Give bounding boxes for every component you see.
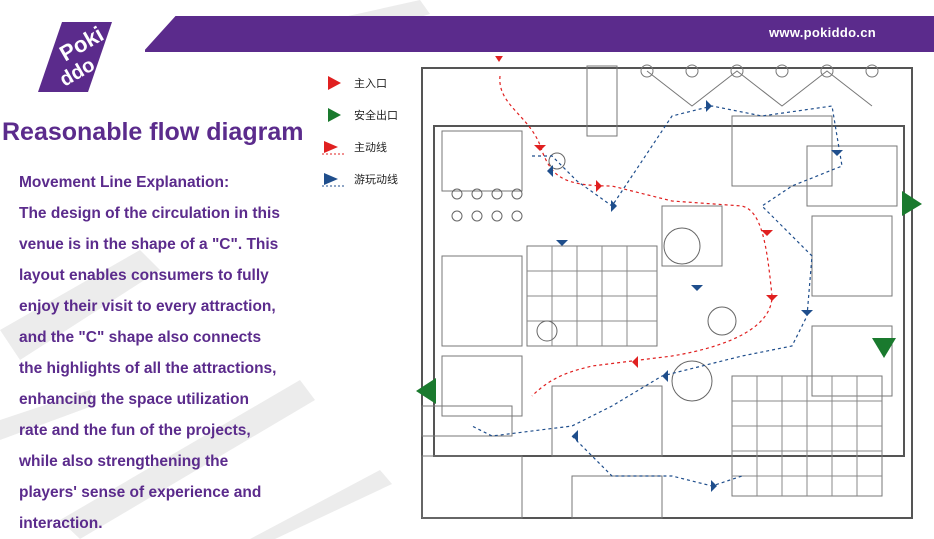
floor-plan: [412, 42, 922, 528]
page-title: Reasonable flow diagram: [2, 118, 304, 146]
explanation-line: players' sense of experience and: [19, 484, 262, 501]
explanation-block: Movement Line Explanation: The design of…: [19, 167, 319, 539]
legend-label: 安全出口: [354, 109, 398, 122]
brand-logo: Poki ddo: [0, 0, 190, 105]
safety-exit-icon-right: [902, 191, 922, 216]
red-arrow-line-icon: [320, 138, 348, 156]
header-bar: www.pokiddo.cn: [145, 16, 934, 52]
explanation-line: layout enables consumers to fully: [19, 267, 269, 284]
explanation-line: venue is in the shape of a "C". This: [19, 236, 279, 253]
explanation-line: rate and the fun of the projects,: [19, 422, 251, 439]
legend-item-play-route: 游玩动线: [320, 163, 398, 195]
safety-exit-icon-right-lower: [872, 338, 896, 358]
legend-item-main-entrance: 主入口: [320, 67, 398, 99]
explanation-heading: Movement Line Explanation:: [19, 174, 230, 191]
explanation-line: The design of the circulation in this: [19, 205, 280, 222]
safety-exit-icon-left: [416, 378, 436, 404]
explanation-line: the highlights of all the attractions,: [19, 360, 277, 377]
blue-arrow-line-icon: [320, 170, 348, 188]
legend-label: 游玩动线: [354, 173, 398, 186]
red-triangle-icon: [320, 74, 348, 92]
legend-label: 主入口: [354, 77, 387, 90]
explanation-line: while also strengthening the: [19, 453, 229, 470]
website-url[interactable]: www.pokiddo.cn: [769, 25, 876, 40]
explanation-line: enhancing the space utilization: [19, 391, 249, 408]
explanation-line: and the "C" shape also connects: [19, 329, 262, 346]
explanation-line: enjoy their visit to every attraction,: [19, 298, 276, 315]
green-triangle-icon: [320, 106, 348, 124]
explanation-line: interaction.: [19, 515, 103, 532]
legend: 主入口 安全出口 主动线 游玩动线: [320, 67, 398, 195]
legend-item-main-route: 主动线: [320, 131, 398, 163]
legend-item-safety-exit: 安全出口: [320, 99, 398, 131]
legend-label: 主动线: [354, 141, 387, 154]
